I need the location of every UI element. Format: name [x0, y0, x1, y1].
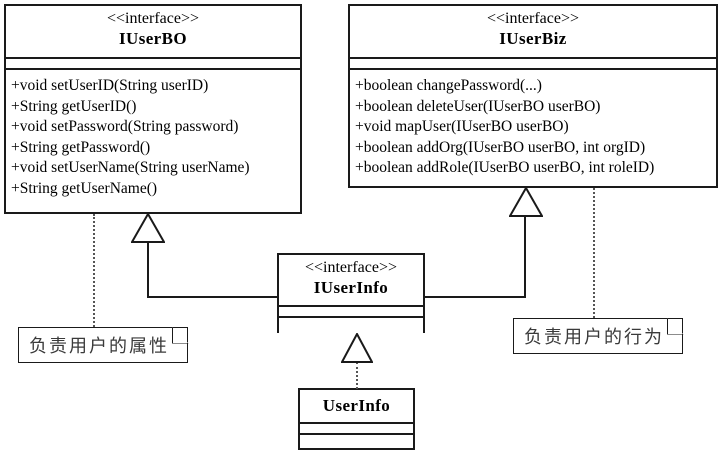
class-header-userinfo: UserInfo: [300, 390, 413, 422]
method-item: +String getUserID(): [11, 97, 137, 115]
class-header-iuserbo: <<interface>> IUserBO: [6, 6, 300, 57]
connector-iuserinfo-iuserbiz-horizontal: [424, 296, 526, 298]
stereotype-label-iuserinfo: <<interface>>: [304, 259, 398, 276]
methods-compartment-userinfo: [300, 433, 413, 448]
note-anchor-line-right: [593, 188, 595, 318]
method-item: +boolean changePassword(...): [355, 77, 542, 94]
attributes-compartment-iuserbo: [6, 57, 300, 68]
method-item: +void setUserID(String userID): [11, 77, 209, 94]
method-item: +void mapUser(IUserBO userBO): [355, 118, 569, 136]
method-item: +void setUserName(String userName): [11, 159, 250, 177]
method-item: +boolean deleteUser(IUserBO userBO): [355, 97, 601, 115]
note-anchor-line-left: [93, 214, 95, 327]
note-fold-corner-icon: [171, 326, 189, 344]
realization-line-userinfo-iuserinfo: [356, 362, 358, 389]
class-name-userinfo: UserInfo: [322, 395, 391, 415]
note-left-text: 负责用户的属性: [29, 336, 169, 357]
connector-iuserinfo-iuserbo-vertical: [147, 241, 149, 298]
stereotype-label-iuserbiz: <<interface>>: [486, 10, 580, 27]
class-box-iuserbiz[interactable]: <<interface>> IUserBiz +boolean changePa…: [348, 4, 718, 188]
method-item: +boolean addRole(IUserBO userBO, int rol…: [355, 159, 655, 177]
note-right[interactable]: 负责用户的行为: [513, 317, 684, 354]
methods-compartment-iuserbo: +void setUserID(String userID) +String g…: [6, 68, 300, 204]
connector-iuserinfo-iuserbiz-vertical: [524, 215, 526, 298]
connector-iuserinfo-iuserbo-horizontal: [147, 296, 278, 298]
stereotype-label-iuserbo: <<interface>>: [106, 10, 200, 27]
class-box-iuserinfo[interactable]: <<interface>> IUserInfo: [277, 253, 425, 338]
class-box-iuserbo[interactable]: <<interface>> IUserBO +void setUserID(St…: [4, 4, 302, 214]
note-fold-corner-icon: [666, 317, 684, 335]
class-box-userinfo[interactable]: UserInfo: [298, 388, 415, 450]
note-right-text: 负责用户的行为: [524, 327, 664, 348]
class-name-iuserbo: IUserBO: [119, 28, 187, 48]
method-item: +String getPassword(): [11, 138, 151, 156]
attributes-compartment-iuserinfo: [279, 305, 423, 316]
attributes-compartment-iuserbiz: [350, 57, 716, 68]
class-name-iuserbiz: IUserBiz: [499, 28, 567, 48]
method-item: +void setPassword(String password): [11, 118, 239, 136]
method-item: +boolean addOrg(IUserBO userBO, int orgI…: [355, 138, 646, 156]
method-item: +String getUserName(): [11, 180, 158, 198]
class-header-iuserbiz: <<interface>> IUserBiz: [350, 6, 716, 57]
note-left[interactable]: 负责用户的属性: [18, 326, 189, 363]
class-header-iuserinfo: <<interface>> IUserInfo: [279, 255, 423, 305]
class-name-iuserinfo: IUserInfo: [313, 277, 389, 297]
methods-compartment-iuserbiz: +boolean changePassword(...) +boolean de…: [350, 68, 716, 183]
methods-compartment-iuserinfo: [279, 316, 423, 338]
attributes-compartment-userinfo: [300, 422, 413, 433]
